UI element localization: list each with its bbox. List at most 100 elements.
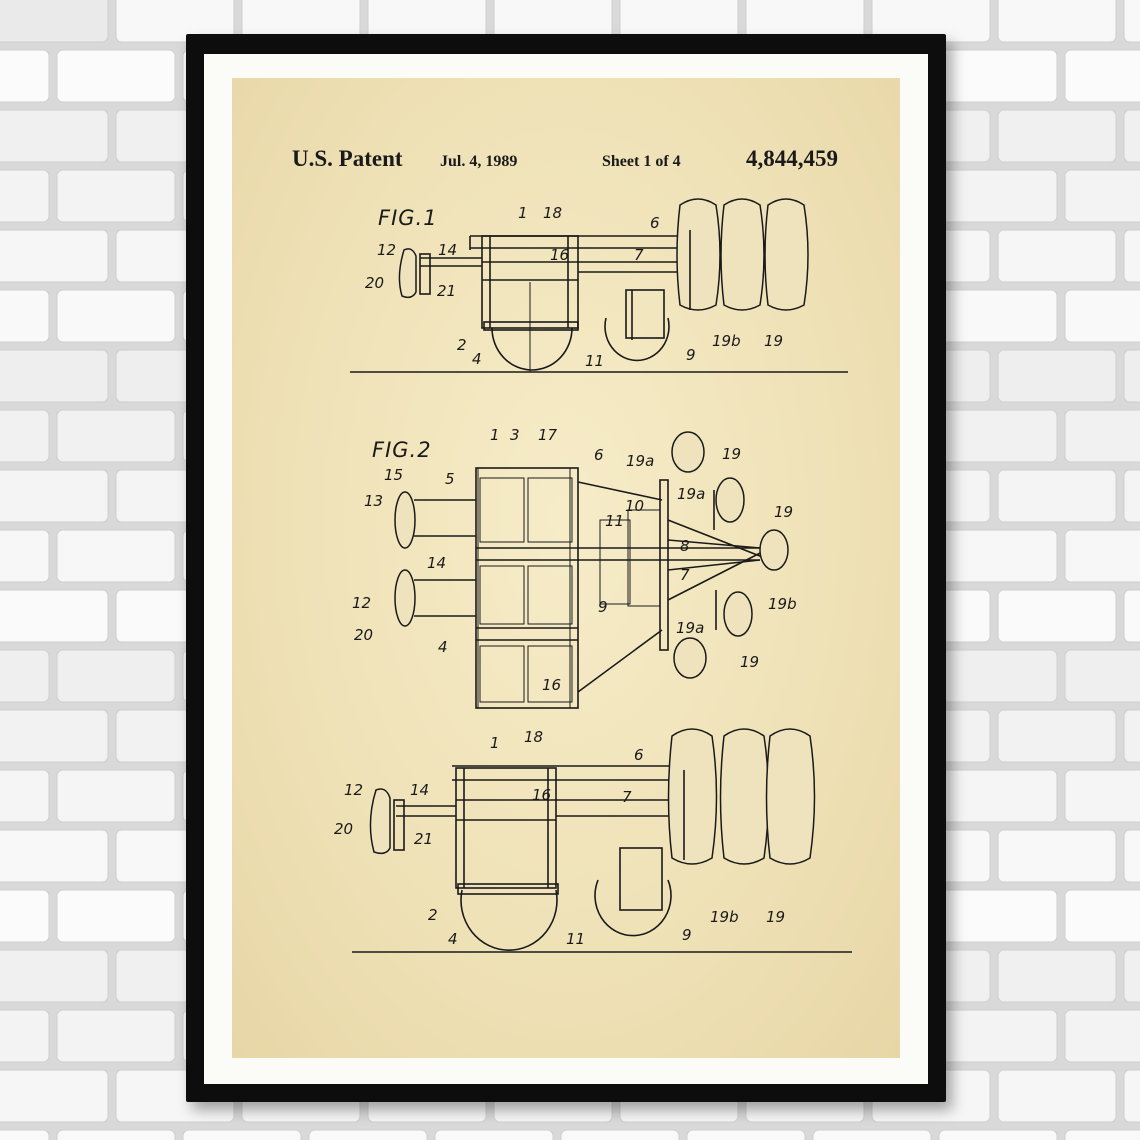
reference-numeral: 8 [680,537,690,555]
drawing-line [577,481,663,501]
brick [938,1009,1058,1063]
patent-date: Jul. 4, 1989 [440,153,518,170]
bumper-pad [759,529,789,571]
reference-numeral: 9 [598,598,608,616]
reference-numeral: 12 [352,594,371,612]
brick [938,409,1058,463]
caster-wheel [594,879,672,937]
brick [1064,649,1140,703]
reference-numeral: 6 [650,214,660,232]
reference-numeral: 9 [686,346,696,364]
brick [1064,1129,1140,1140]
tire-bumper [764,198,809,311]
reference-numeral: 2 [428,906,438,924]
brick [0,49,50,103]
drawing-rect [659,479,669,651]
main-wheel [460,889,558,951]
reference-numeral: 19a [626,452,654,470]
tire-bumper [720,198,765,311]
reference-numeral: 16 [532,786,551,804]
reference-numeral: 14 [427,554,446,572]
reference-numeral: 9 [682,926,692,944]
brick [997,0,1117,43]
drawing-rect [479,477,525,543]
reference-numeral: 19 [766,908,785,926]
reference-numeral: 19 [740,653,759,671]
brick [997,829,1117,883]
brick [56,289,176,343]
brick [0,109,109,163]
brick [0,0,109,43]
brick [434,1129,554,1140]
brick [1123,1069,1140,1123]
brick [938,169,1058,223]
reference-numeral: 4 [448,930,458,948]
tire-bumper [667,728,718,865]
reference-numeral: 19a [676,619,704,637]
brick [0,589,109,643]
brick [0,949,109,1003]
drawing-rect [619,847,663,911]
brick [1123,469,1140,523]
brick [56,529,176,583]
bumper-pad [394,491,416,549]
brick [0,409,50,463]
brick [1123,709,1140,763]
brick [1123,0,1140,43]
drawing-rect [393,799,405,851]
drawing-rect [455,767,557,889]
reference-numeral: 6 [634,746,644,764]
brick [686,1129,806,1140]
reference-numeral: 11 [605,512,624,530]
reference-numeral: 7 [680,566,690,584]
bumper-pad [723,591,753,637]
brick [1064,49,1140,103]
reference-numeral: 11 [566,930,585,948]
reference-numeral: 18 [543,204,562,222]
reference-numeral: 20 [354,626,373,644]
drawing-line [577,629,663,693]
drawing-rect [527,565,573,625]
brick [1064,769,1140,823]
reference-numeral: 19 [764,332,783,350]
brick [0,469,109,523]
brick [1123,589,1140,643]
drawing-rect [419,253,431,295]
reference-numeral: 20 [365,274,384,292]
brick [997,229,1117,283]
brick [938,889,1058,943]
brick [1123,949,1140,1003]
brick [997,469,1117,523]
caster-wheel [604,317,670,362]
reference-numeral: 11 [585,352,604,370]
drawing-rect [599,519,631,605]
brick [56,409,176,463]
figure-label-fig2: FIG.2 [372,438,432,462]
brick [0,1129,50,1140]
reference-numeral: 6 [594,446,604,464]
reference-numeral: 4 [472,350,482,368]
reference-numeral: 19b [710,908,739,926]
reference-numeral: 3 [510,426,520,444]
bumper-pad [671,431,705,473]
drawing-rect [527,477,573,543]
brick [182,1129,302,1140]
brick [997,949,1117,1003]
reference-numeral: 19 [774,503,793,521]
reference-numeral: 14 [410,781,429,799]
brick [0,169,50,223]
drawing-rect [479,565,525,625]
drawing-rect [479,645,525,703]
tire-bumper [719,728,770,865]
drawing-rect [457,883,559,895]
reference-numeral: 21 [414,830,433,848]
reference-numeral: 19b [712,332,741,350]
brick [997,109,1117,163]
reference-numeral: 19a [677,485,705,503]
brick [1064,529,1140,583]
figure-label-fig1: FIG.1 [378,206,438,230]
brick [938,769,1058,823]
